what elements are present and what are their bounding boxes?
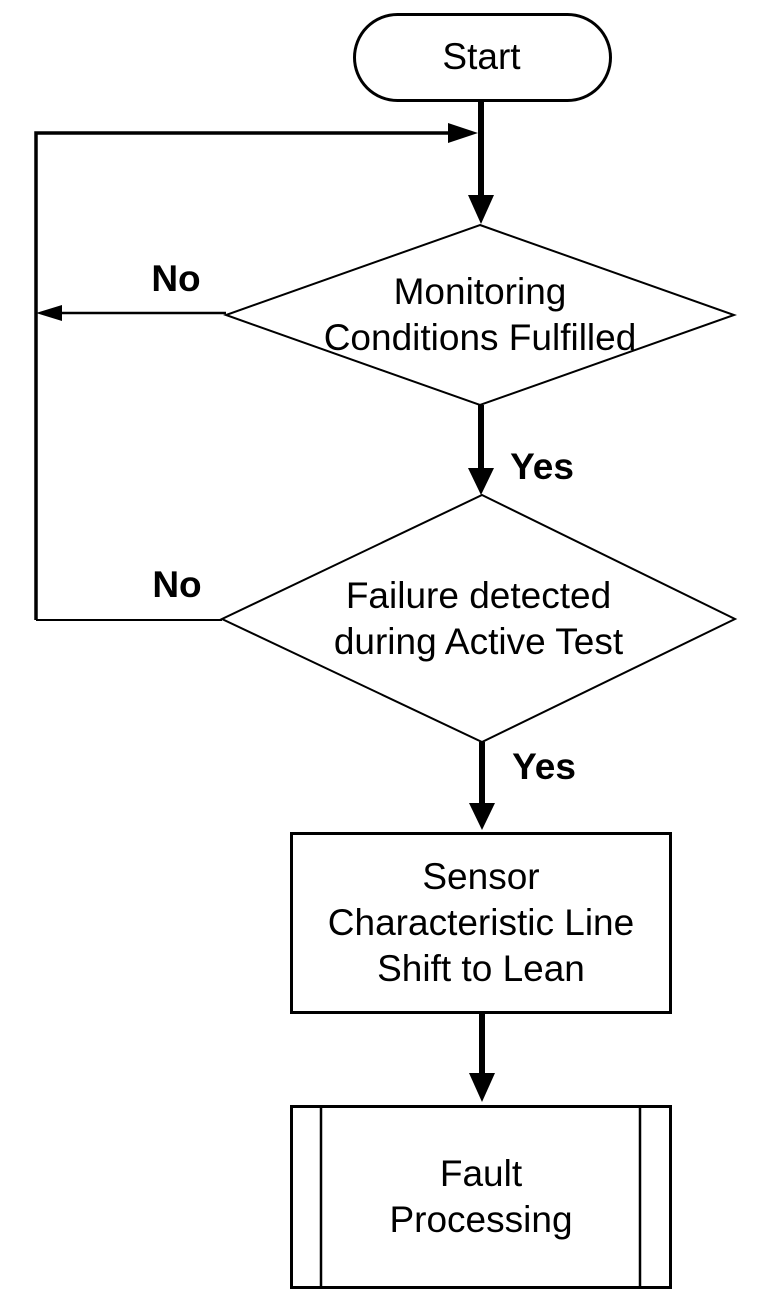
- decision2-yes-label: Yes: [512, 746, 576, 787]
- decision1-no-label: No: [151, 258, 201, 299]
- decision1-diamond-shape: [223, 223, 737, 407]
- decision2-diamond-shape: [219, 493, 738, 744]
- decision1-node-label: Monitoring Conditions Fulfilled: [323, 271, 637, 358]
- edge-loop-back-line: [34, 131, 450, 620]
- edge-decision1-no-arrowhead-icon: [36, 305, 62, 321]
- process1-rect-shape: [290, 832, 672, 1014]
- process2-node-label: Fault Processing: [389, 1152, 573, 1240]
- edge-loop-back-arrowhead-icon: [448, 123, 478, 143]
- edge-decision1-yes-arrowhead-icon: [468, 468, 494, 495]
- start-terminator-shape: [353, 13, 612, 102]
- edge-start-to-decision1-arrowhead-icon: [468, 195, 494, 224]
- decision1-yes-label: Yes: [510, 446, 574, 487]
- start-node-label: Start: [442, 35, 521, 77]
- edge-process1-to-process2-arrowhead-icon: [469, 1073, 495, 1102]
- decision2-no-label: No: [152, 564, 202, 605]
- edge-decision2-yes-arrowhead-icon: [469, 803, 495, 830]
- process1-node-label: Sensor Characteristic Line Shift to Lean: [327, 856, 635, 989]
- decision2-node-label: Failure detected during Active Test: [333, 574, 624, 662]
- process2-rect-shape: [290, 1105, 672, 1289]
